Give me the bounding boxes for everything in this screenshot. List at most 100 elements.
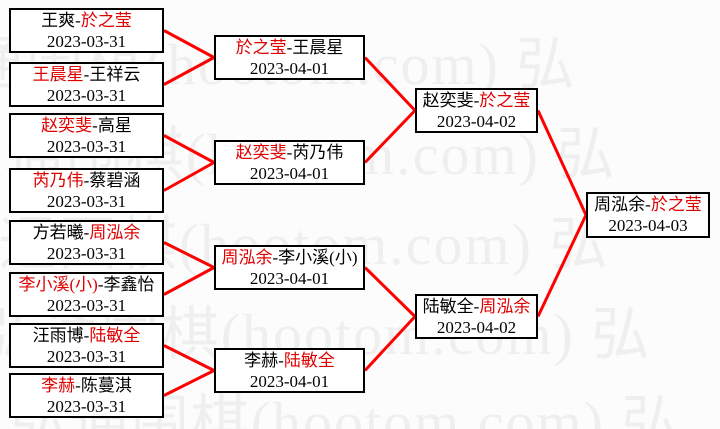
separator: - xyxy=(286,37,293,57)
separator: - xyxy=(473,90,480,110)
match-r16-1: 王爽-於之莹 2023-03-31 xyxy=(9,8,164,53)
separator: - xyxy=(473,296,480,316)
player1-name: 赵奕斐 xyxy=(422,90,474,110)
match-r16-8: 李赫-陈蔓淇 2023-03-31 xyxy=(9,373,164,418)
match-date: 2023-04-02 xyxy=(436,111,517,131)
connector-line xyxy=(536,109,588,216)
match-players: 李小溪(小)-李鑫怡 xyxy=(19,274,155,295)
match-players: 赵奕斐-高星 xyxy=(41,115,132,136)
separator: - xyxy=(83,325,90,345)
player2-name: 李鑫怡 xyxy=(103,274,155,294)
match-date: 2023-03-31 xyxy=(46,396,127,416)
match-qf-3: 周泓余-李小溪(小) 2023-04-01 xyxy=(214,245,365,290)
player2-name: 李小溪(小) xyxy=(278,247,358,267)
connector-line xyxy=(363,56,417,112)
match-players: 周泓余-李小溪(小) xyxy=(222,247,358,268)
player1-name: 王晨星 xyxy=(32,64,84,84)
separator: - xyxy=(645,195,651,214)
match-date: 2023-03-31 xyxy=(46,346,127,366)
player2-name: 於之莹 xyxy=(650,195,702,214)
match-players: 於之莹-王晨星 xyxy=(236,37,344,58)
match-r16-5: 方若曦-周泓余 2023-03-31 xyxy=(9,220,164,265)
match-qf-1: 於之莹-王晨星 2023-04-01 xyxy=(214,35,365,80)
player1-name: 李赫 xyxy=(244,350,279,370)
connector-line xyxy=(363,266,417,318)
match-date: 2023-03-31 xyxy=(46,136,127,156)
connector-line xyxy=(163,161,215,192)
player1-name: 赵奕斐 xyxy=(41,115,93,135)
player2-name: 陈蔓淇 xyxy=(80,375,132,395)
connector-line xyxy=(536,214,588,318)
match-date: 2023-04-03 xyxy=(608,216,688,235)
separator: - xyxy=(83,222,90,242)
match-date: 2023-03-31 xyxy=(46,31,127,51)
connector-line xyxy=(163,241,215,269)
player1-name: 方若曦 xyxy=(32,222,84,242)
connector-line xyxy=(163,29,215,59)
connector-line xyxy=(163,344,215,372)
match-players: 方若曦-周泓余 xyxy=(33,222,141,243)
player1-name: 芮乃伟 xyxy=(32,170,84,190)
player2-name: 於之莹 xyxy=(80,10,132,30)
match-date: 2023-04-01 xyxy=(249,58,330,78)
match-date: 2023-04-02 xyxy=(436,317,517,337)
match-date: 2023-04-01 xyxy=(249,163,330,183)
separator: - xyxy=(75,375,81,395)
player2-name: 王晨星 xyxy=(292,37,344,57)
separator: - xyxy=(97,274,104,294)
match-date: 2023-04-01 xyxy=(249,371,330,391)
match-players: 芮乃伟-蔡碧涵 xyxy=(33,170,141,191)
separator: - xyxy=(92,115,98,135)
match-players: 王晨星-王祥云 xyxy=(33,64,141,85)
match-r16-3: 赵奕斐-高星 2023-03-31 xyxy=(9,113,164,158)
player1-name: 周泓余 xyxy=(221,247,273,267)
player1-name: 汪雨博 xyxy=(32,325,84,345)
connector-line xyxy=(163,134,215,164)
player2-name: 蔡碧涵 xyxy=(89,170,141,190)
connector-line xyxy=(363,315,417,372)
match-r16-4: 芮乃伟-蔡碧涵 2023-03-31 xyxy=(9,168,164,213)
separator: - xyxy=(83,170,90,190)
match-r16-2: 王晨星-王祥云 2023-03-31 xyxy=(9,62,164,107)
player2-name: 高星 xyxy=(97,115,132,135)
match-players: 王爽-於之莹 xyxy=(41,10,132,31)
connector-line xyxy=(163,56,215,86)
match-r16-7: 汪雨博-陆敏全 2023-03-31 xyxy=(9,323,164,368)
player1-name: 於之莹 xyxy=(235,37,287,57)
match-players: 赵奕斐-芮乃伟 xyxy=(236,142,344,163)
player2-name: 於之莹 xyxy=(479,90,531,110)
player2-name: 王祥云 xyxy=(89,64,141,84)
match-r16-6: 李小溪(小)-李鑫怡 2023-03-31 xyxy=(9,272,164,317)
player1-name: 王爽 xyxy=(41,10,76,30)
separator: - xyxy=(286,142,293,162)
separator: - xyxy=(278,350,284,370)
separator: - xyxy=(75,10,81,30)
player2-name: 芮乃伟 xyxy=(292,142,344,162)
match-players: 陆敏全-周泓余 xyxy=(423,296,531,317)
player2-name: 陆敏全 xyxy=(89,325,141,345)
match-players: 汪雨博-陆敏全 xyxy=(33,325,141,346)
match-sf-1: 赵奕斐-於之莹 2023-04-02 xyxy=(415,88,538,133)
player1-name: 陆敏全 xyxy=(422,296,474,316)
match-players: 李赫-陈蔓淇 xyxy=(41,375,132,396)
player2-name: 周泓余 xyxy=(89,222,141,242)
player1-name: 李赫 xyxy=(41,375,76,395)
match-players: 赵奕斐-於之莹 xyxy=(423,90,531,111)
connector-line xyxy=(163,369,215,397)
match-qf-4: 李赫-陆敏全 2023-04-01 xyxy=(214,348,365,393)
player1-name: 周泓余 xyxy=(594,195,646,214)
player1-name: 赵奕斐 xyxy=(235,142,287,162)
match-sf-2: 陆敏全-周泓余 2023-04-02 xyxy=(415,294,538,339)
player2-name: 陆敏全 xyxy=(283,350,335,370)
separator: - xyxy=(83,64,90,84)
match-qf-2: 赵奕斐-芮乃伟 2023-04-01 xyxy=(214,140,365,185)
player1-name: 李小溪(小) xyxy=(18,274,98,294)
match-final: 周泓余-於之莹 2023-04-03 xyxy=(586,192,710,238)
match-date: 2023-03-31 xyxy=(46,85,127,105)
match-players: 周泓余-於之莹 xyxy=(594,194,702,215)
match-date: 2023-04-01 xyxy=(249,268,330,288)
match-date: 2023-03-31 xyxy=(46,191,127,211)
match-players: 李赫-陆敏全 xyxy=(244,350,335,371)
